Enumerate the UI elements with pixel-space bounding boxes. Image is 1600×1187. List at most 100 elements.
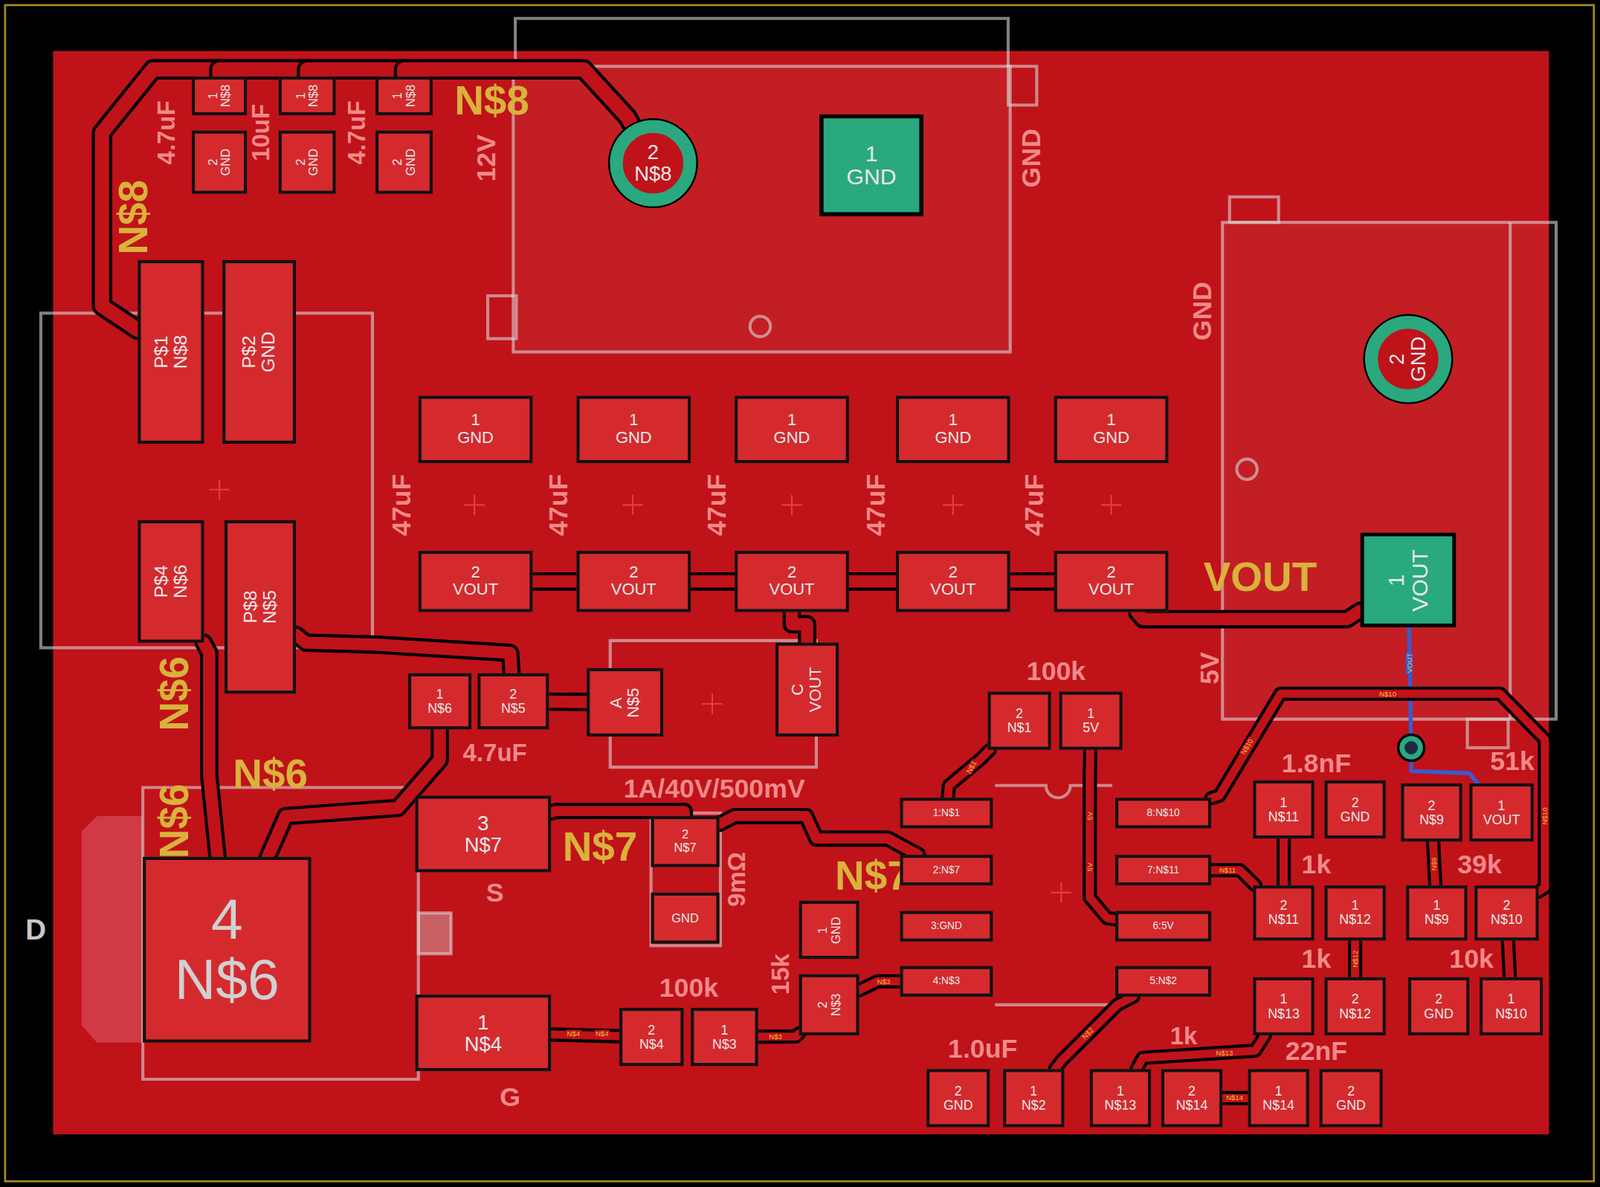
pad-label: 1N$4 <box>464 1011 502 1056</box>
pad-text: 1 <box>846 142 897 166</box>
silkscreen-label: 22nF <box>1285 1037 1348 1065</box>
copper-trace <box>1136 1035 1266 1070</box>
silkscreen-label: 100k <box>1026 657 1086 685</box>
pad-text: P$1 <box>151 335 172 369</box>
pad-label: GND <box>671 912 699 925</box>
copper-trace <box>1222 1094 1248 1103</box>
center-cross <box>1051 882 1072 903</box>
pad-text: 2 <box>1339 992 1372 1007</box>
copper-trace <box>1089 750 1116 920</box>
pad-text: 4 <box>174 889 280 951</box>
pad-label: 1VOUT <box>1483 798 1521 827</box>
smd-pad: 2:N$7 <box>900 855 994 886</box>
center-cross <box>701 693 722 714</box>
smd-pad: AN$5 <box>586 668 664 737</box>
smd-pad: 1N$6 <box>408 673 472 730</box>
trace-label: N$10 <box>1238 736 1255 757</box>
pad-text: 1 <box>1268 795 1299 810</box>
silkscreen-label: 39k <box>1457 851 1502 879</box>
trace-clearance <box>849 572 896 592</box>
pad-text: N$8 <box>219 84 232 108</box>
trace-group <box>1089 750 1116 920</box>
center-cross <box>781 495 802 516</box>
silkscreen-label: 4.7uF <box>153 100 179 165</box>
pad-text: VOUT <box>769 581 815 599</box>
copper-trace <box>1211 693 1545 892</box>
center-cross <box>463 495 485 516</box>
connector-mark <box>750 315 771 337</box>
pad-label: 2N$3 <box>816 994 843 1017</box>
pad-text: 1 <box>1483 798 1521 813</box>
pad-text: N$14 <box>1176 1098 1209 1113</box>
pad-label: 1N$8 <box>206 84 233 108</box>
pad-text: 1 <box>712 1023 737 1038</box>
trace-group <box>1136 1035 1266 1070</box>
trace-group <box>295 634 512 674</box>
pad-label: 3:GND <box>930 921 963 932</box>
net-label: N$6 <box>232 753 308 795</box>
silkscreen-label: 1k <box>1170 1024 1198 1050</box>
center-cross <box>208 479 229 500</box>
pad-text: 7:N$11 <box>1147 864 1180 876</box>
through-hole-pad: 2N$8 <box>607 117 700 210</box>
smd-pad: 1N$11 <box>1252 780 1314 839</box>
silkscreen-label: 4.7uF <box>344 100 370 165</box>
silkscreen-label: 1A/40V/500mV <box>623 775 806 803</box>
pad-label: 1GND <box>457 412 494 447</box>
pad-text: N$4 <box>639 1037 664 1052</box>
pad-text: N$8 <box>307 84 320 108</box>
net-label: VOUT <box>1203 556 1318 598</box>
pad-text: GND <box>846 165 897 189</box>
pad-label: 15V <box>1082 707 1099 735</box>
smd-pad: 1N$14 <box>1248 1069 1310 1128</box>
trace-label: N$3 <box>768 1033 783 1041</box>
connector-outline <box>515 18 1009 67</box>
board-outline <box>5 5 1595 1182</box>
smd-pad: P$8N$5 <box>224 520 296 694</box>
pad-text: N$3 <box>712 1037 737 1052</box>
smd-pad: 2VOUT <box>1054 550 1169 612</box>
smd-pad: 1N$9 <box>1405 885 1467 941</box>
pad-text: 1 <box>1082 707 1099 722</box>
pad-text: N$3 <box>828 994 842 1017</box>
pad-text: 2 <box>391 148 404 177</box>
pad-text: 2 <box>634 142 672 164</box>
pad-text: P$4 <box>151 565 172 599</box>
copper-trace <box>791 611 808 643</box>
trace-label: VOUT <box>1405 652 1414 674</box>
pad-label: 2N$11 <box>1268 899 1299 928</box>
trace-group <box>690 581 735 583</box>
trace-clearance <box>403 69 631 123</box>
smd-pad: 2N$3 <box>799 974 860 1036</box>
pad-label: 2N$4 <box>639 1023 664 1051</box>
pad-label: 2GND <box>1423 992 1454 1021</box>
pad-label: 2N$8 <box>634 142 672 186</box>
silkscreen-label: 47uF <box>1020 474 1047 537</box>
pad-text: 3:GND <box>930 921 963 932</box>
pad-copper <box>1364 536 1453 624</box>
pad-text: C <box>790 666 808 713</box>
pad-edge <box>1359 532 1456 628</box>
pad-label: 6:5V <box>1152 921 1174 932</box>
pad-text: 2 <box>1490 899 1523 914</box>
pad-label: 2N$14 <box>1176 1084 1209 1113</box>
pad-label: 1N$8 <box>391 84 418 108</box>
pad-label: 2VOUT <box>1088 564 1134 599</box>
center-cross <box>942 495 963 516</box>
trace-clearance <box>1089 750 1116 920</box>
pad-label: 2VOUT <box>452 564 499 599</box>
pad-label: 1N$9 <box>1424 899 1450 928</box>
through-hole-pad: 1GND <box>819 114 924 217</box>
pad-text: GND <box>1423 1006 1454 1021</box>
pad-text: N$7 <box>464 834 502 856</box>
copper-trace <box>1350 940 1360 977</box>
pad-label: 1:N$1 <box>933 808 961 819</box>
inductor-outline <box>40 313 373 648</box>
pad-label: 2N$10 <box>1490 899 1523 928</box>
pad-text: N$11 <box>1268 809 1299 824</box>
pad-text: 1 <box>1495 992 1528 1007</box>
pad-text: N$5 <box>260 590 280 624</box>
trace-clearance <box>791 611 808 643</box>
pad-text: GND <box>615 429 653 447</box>
connector-outline <box>1508 222 1512 719</box>
